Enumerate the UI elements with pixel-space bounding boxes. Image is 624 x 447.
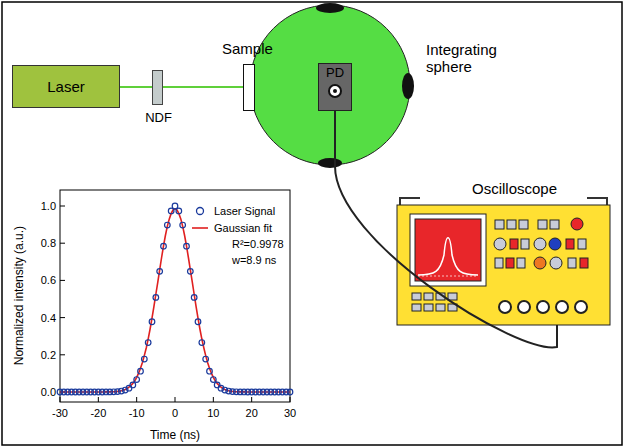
data-point bbox=[184, 243, 190, 249]
laser-box: Laser bbox=[12, 65, 120, 108]
tick-label: -30 bbox=[52, 407, 68, 419]
data-point bbox=[199, 340, 205, 346]
sample-holder: Sample bbox=[243, 64, 255, 111]
data-point bbox=[145, 340, 151, 346]
data-point bbox=[195, 319, 201, 325]
axis-tick bbox=[136, 397, 137, 402]
laser-beam bbox=[163, 86, 243, 88]
tick-label: 1.0 bbox=[41, 200, 56, 212]
data-point bbox=[287, 389, 293, 395]
sphere-body bbox=[250, 5, 410, 165]
data-point bbox=[153, 295, 159, 301]
legend-text: Laser Signal bbox=[214, 205, 275, 217]
tick-label: 0.6 bbox=[41, 274, 56, 286]
data-point bbox=[157, 269, 163, 275]
data-point bbox=[142, 356, 148, 362]
data-point bbox=[188, 269, 194, 275]
axis-tick bbox=[60, 280, 65, 281]
sphere-port bbox=[316, 3, 344, 13]
tick-label: 0.0 bbox=[41, 386, 56, 398]
integrating-sphere: Integrating spherePD bbox=[250, 5, 410, 165]
axis-tick bbox=[60, 317, 65, 318]
axis-title: Time (ns) bbox=[150, 429, 200, 442]
data-point bbox=[130, 382, 136, 388]
axis-tick bbox=[60, 206, 65, 207]
axis-tick bbox=[60, 397, 61, 402]
fit-statistic: R²=0.9978 bbox=[232, 238, 284, 250]
tick-label: 0.4 bbox=[41, 312, 56, 324]
sphere-port bbox=[402, 73, 414, 99]
inset-chart bbox=[57, 190, 293, 402]
data-point bbox=[176, 208, 182, 214]
tick-label: -10 bbox=[129, 407, 145, 419]
legend-line bbox=[192, 227, 208, 229]
tick-label: -20 bbox=[90, 407, 106, 419]
legend-marker bbox=[197, 208, 204, 215]
data-point bbox=[149, 319, 155, 325]
tick-label: 0.2 bbox=[41, 349, 56, 361]
node-label: PD bbox=[326, 66, 344, 81]
data-point bbox=[172, 203, 178, 209]
node-label: Integrating sphere bbox=[426, 41, 516, 76]
fit-parameter: w=8.9 ns bbox=[232, 254, 276, 266]
legend-text: Gaussian fit bbox=[214, 222, 272, 234]
tick-label: 0 bbox=[172, 407, 178, 419]
sphere-port bbox=[318, 158, 342, 168]
data-point bbox=[180, 222, 186, 228]
node-label: NDF bbox=[145, 111, 172, 126]
tick-label: 10 bbox=[207, 407, 219, 419]
tick-label: 30 bbox=[284, 407, 296, 419]
data-point bbox=[191, 295, 197, 301]
data-point bbox=[207, 368, 213, 374]
axis-tick bbox=[251, 397, 252, 402]
filter: NDF bbox=[152, 70, 163, 105]
photodiode-dot bbox=[333, 89, 337, 93]
axis-tick bbox=[60, 354, 65, 355]
laser-beam bbox=[120, 86, 152, 88]
data-point bbox=[134, 377, 140, 383]
axis-tick bbox=[60, 243, 65, 244]
data-point bbox=[138, 368, 144, 374]
data-point bbox=[119, 388, 125, 394]
oscilloscope: Oscilloscope bbox=[397, 205, 610, 325]
data-point bbox=[168, 208, 174, 214]
signal-cable bbox=[335, 111, 557, 347]
node-label: Oscilloscope bbox=[472, 180, 557, 197]
axis-tick bbox=[175, 397, 176, 402]
tick-label: 0.8 bbox=[41, 237, 56, 249]
photodiode-lens bbox=[328, 84, 342, 98]
data-point bbox=[222, 387, 228, 393]
data-point bbox=[211, 377, 217, 383]
axis-tick bbox=[213, 397, 214, 402]
axis-tick bbox=[98, 397, 99, 402]
node-label: Sample bbox=[222, 40, 273, 57]
data-point bbox=[161, 243, 167, 249]
axis-tick bbox=[290, 397, 291, 402]
node-label: Laser bbox=[47, 78, 85, 95]
oscilloscope-drawing bbox=[397, 198, 610, 325]
photodiode: PD bbox=[318, 63, 352, 111]
data-point bbox=[165, 222, 171, 228]
tick-label: 20 bbox=[246, 407, 258, 419]
data-point bbox=[203, 356, 209, 362]
axis-title: Normalized intensity (a.u.) bbox=[13, 226, 26, 365]
